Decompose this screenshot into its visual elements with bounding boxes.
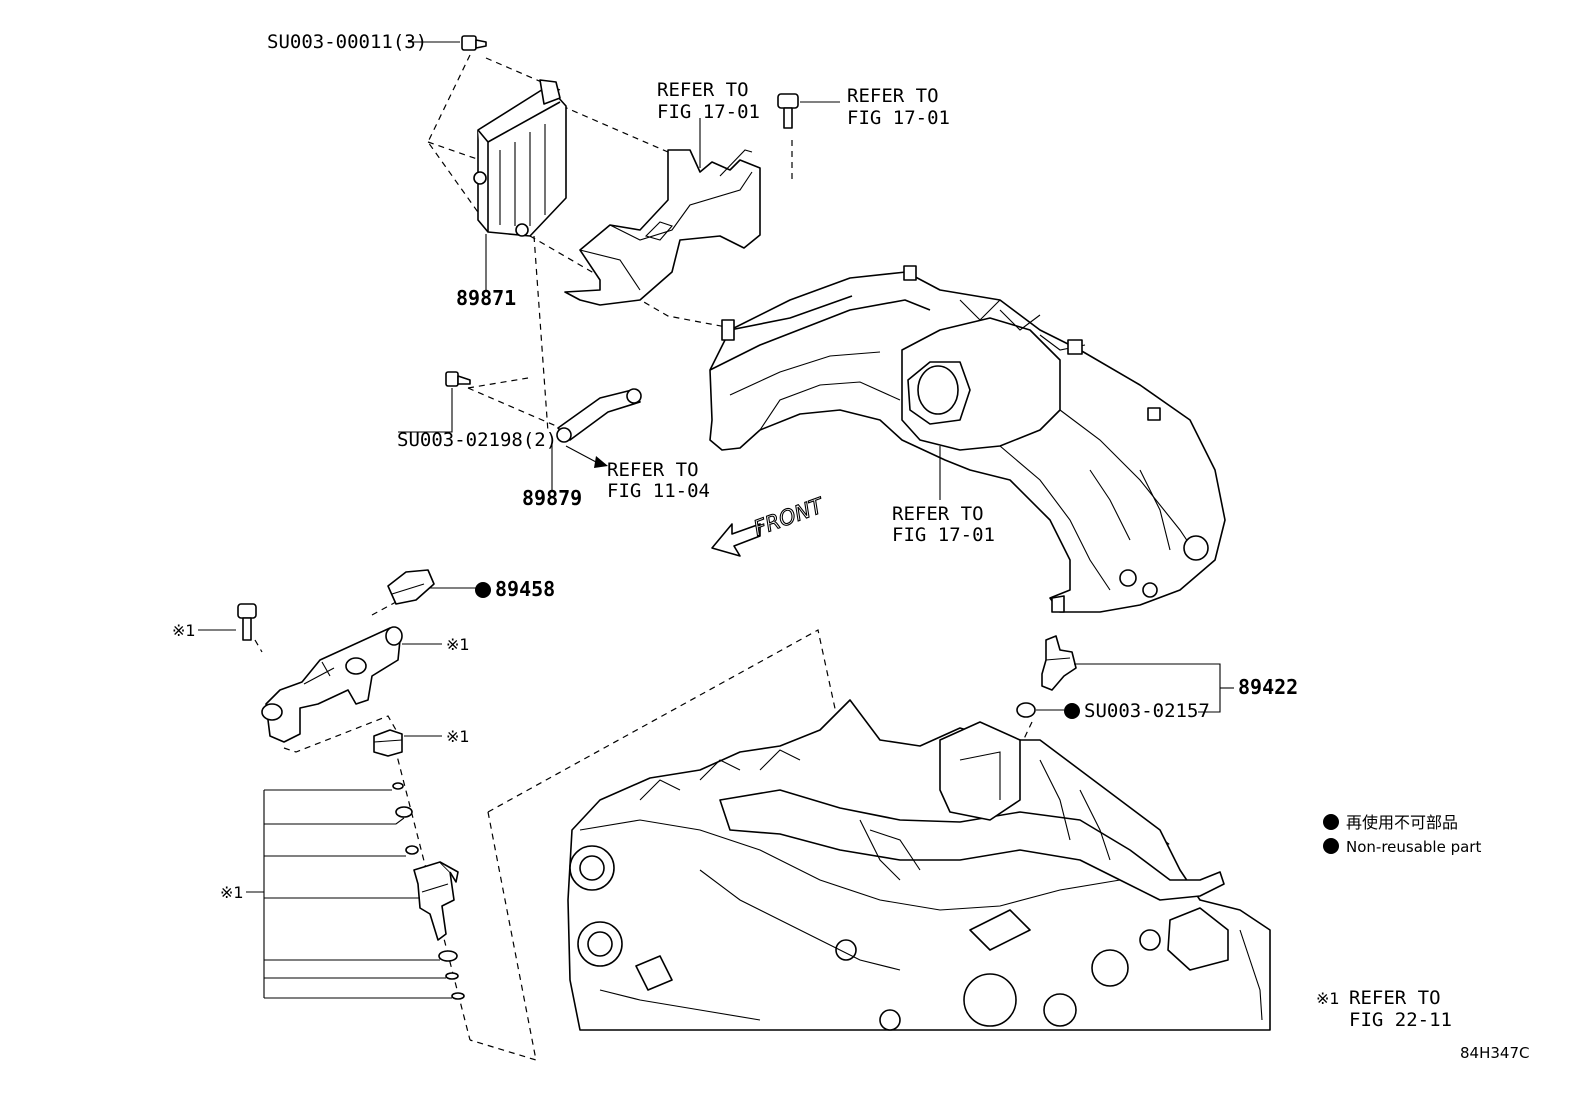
pressure-sensor-icon bbox=[387, 569, 435, 605]
refer-a-line1: REFER TO bbox=[657, 79, 749, 101]
bracket-small-bolt-icon bbox=[445, 371, 471, 387]
bracket-bolt-label: SU003-02198(2) bbox=[397, 429, 557, 451]
pressure-sensor-part-number: 89458 bbox=[495, 577, 555, 601]
footnote: ※1 REFER TO FIG 22-11 bbox=[1316, 987, 1452, 1031]
refer-b-line2: FIG 17-01 bbox=[847, 107, 950, 129]
bolt-top-label: SU003-00011(3) bbox=[267, 31, 427, 53]
intake-manifold-icon bbox=[709, 265, 1226, 613]
temp-sensor-part-number: 89422 bbox=[1238, 675, 1298, 699]
injector-bracket-lines bbox=[246, 789, 452, 999]
front-arrow-icon bbox=[711, 523, 761, 557]
legend-jp-label: 再使用不可部品 bbox=[1346, 813, 1458, 832]
refer-a-line2: FIG 17-01 bbox=[657, 101, 760, 123]
ecm-unit-icon bbox=[473, 79, 567, 237]
refer-c-line1: REFER TO bbox=[892, 503, 984, 525]
note-mark-c: ※1 bbox=[446, 727, 470, 746]
note-mark-d: ※1 bbox=[220, 883, 244, 902]
footnote-line2: FIG 22-11 bbox=[1349, 1009, 1452, 1031]
top-bolt-icon bbox=[461, 35, 487, 51]
engine-block-icon bbox=[567, 699, 1271, 1031]
injector-holder-icon bbox=[373, 729, 403, 757]
footnote-mark: ※1 bbox=[1316, 989, 1340, 1008]
ecm-part-number: 89871 bbox=[456, 286, 516, 310]
ecm-bracket-icon bbox=[564, 149, 761, 306]
bracket-refer-line1: REFER TO bbox=[607, 459, 699, 481]
bracket-part-number: 89879 bbox=[522, 486, 582, 510]
bracket-refer-line2: FIG 11-04 bbox=[607, 480, 710, 502]
legend-dot-en-icon bbox=[1323, 838, 1339, 854]
gasket-ring-icon bbox=[1016, 702, 1036, 718]
note-mark-b: ※1 bbox=[446, 635, 470, 654]
fuel-rail-icon bbox=[261, 626, 403, 743]
injector-seals-icon bbox=[392, 782, 465, 1000]
pipe-bracket-icon bbox=[556, 388, 642, 443]
legend: 再使用不可部品 Non-reusable part bbox=[1323, 813, 1481, 856]
footnote-line1: REFER TO bbox=[1349, 987, 1441, 1009]
note-mark-a: ※1 bbox=[172, 621, 196, 640]
temperature-sensor-icon bbox=[1041, 635, 1077, 691]
figure-code: 84H347C bbox=[1460, 1044, 1529, 1062]
gasket-part-number: SU003-02157 bbox=[1084, 700, 1210, 722]
refer-c-line2: FIG 17-01 bbox=[892, 524, 995, 546]
legend-dot-jp-icon bbox=[1323, 814, 1339, 830]
legend-en-label: Non-reusable part bbox=[1346, 838, 1481, 856]
front-label: FRONT bbox=[751, 493, 829, 541]
bracket-bolt-icon bbox=[777, 93, 799, 129]
refer-b-line1: REFER TO bbox=[847, 85, 939, 107]
non-reusable-dot-icon bbox=[475, 582, 491, 598]
rail-bolt-icon bbox=[237, 603, 257, 641]
gasket-non-reusable-dot-icon bbox=[1064, 703, 1080, 719]
